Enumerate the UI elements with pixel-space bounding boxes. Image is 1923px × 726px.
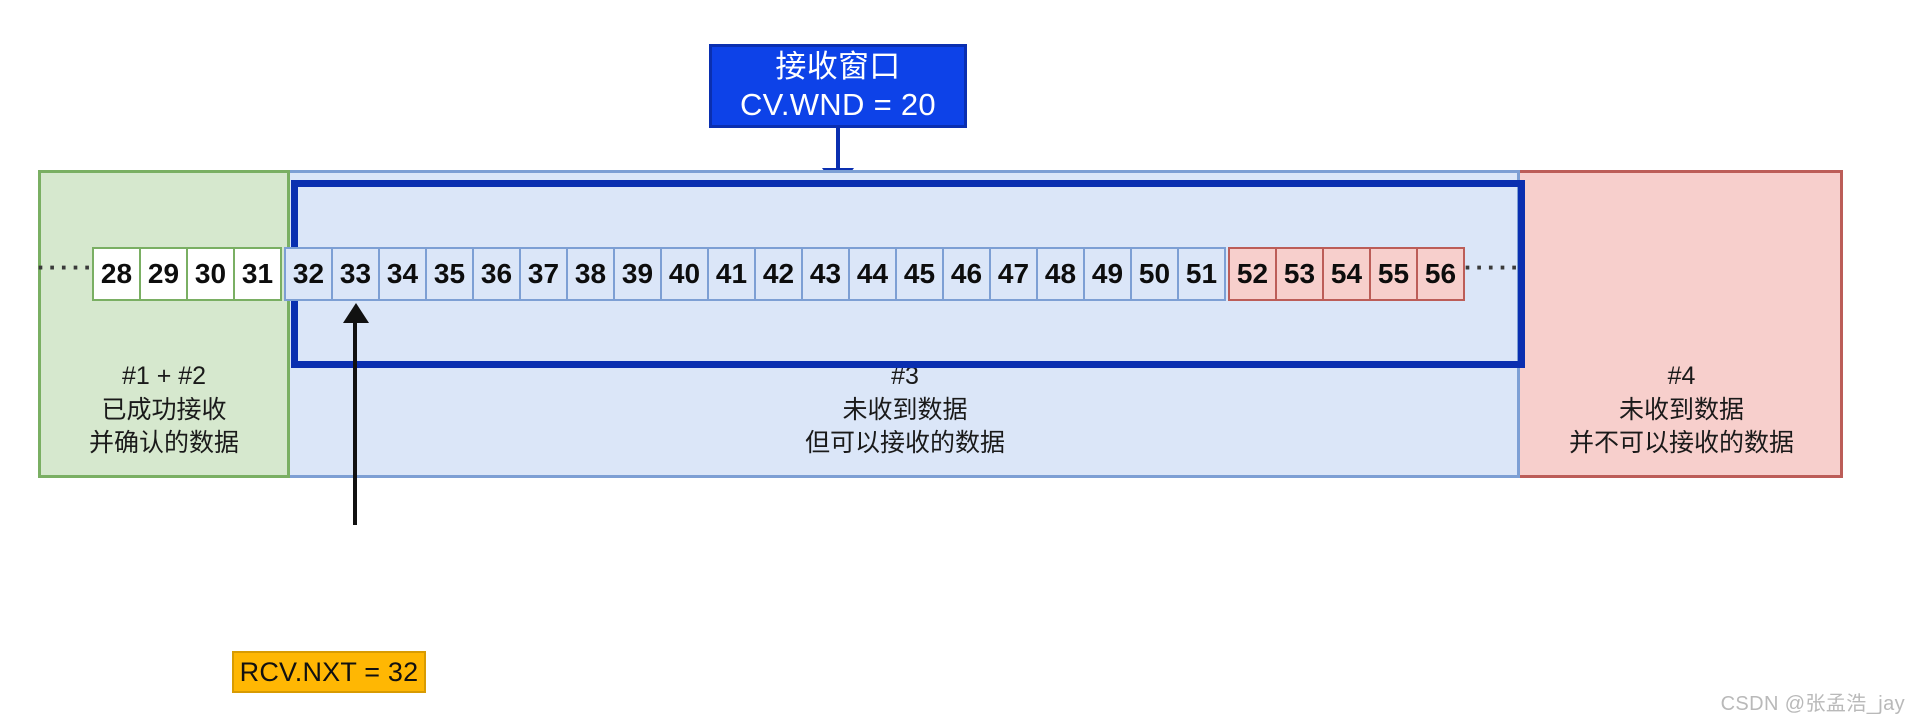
callout-arrow-stem xyxy=(836,128,840,180)
sequence-cell: 40 xyxy=(660,247,709,301)
rcv-nxt-label: RCV.NXT = 32 xyxy=(232,651,426,693)
sequence-cell: 35 xyxy=(425,247,474,301)
sequence-cell: 43 xyxy=(801,247,850,301)
sequence-band: #1 + #2 已成功接收 并确认的数据 #3 未收到数据 但可以接收的数据 #… xyxy=(38,170,1843,478)
ellipsis-right: ····· xyxy=(1463,251,1523,282)
sequence-cell: 49 xyxy=(1083,247,1132,301)
caption-receivable: #3 未收到数据 但可以接收的数据 xyxy=(290,360,1520,461)
receive-window-title: 接收窗口 xyxy=(775,49,901,85)
sequence-cell: 39 xyxy=(613,247,662,301)
caption-acked-line2: 已成功接收 xyxy=(101,395,227,424)
sequence-cell: 55 xyxy=(1369,247,1418,301)
sequence-cell: 46 xyxy=(942,247,991,301)
sequence-cell: 33 xyxy=(331,247,380,301)
sequence-cell: 34 xyxy=(378,247,427,301)
sequence-cell: 30 xyxy=(186,247,235,301)
section-acked xyxy=(38,170,290,478)
caption-acked: #1 + #2 已成功接收 并确认的数据 xyxy=(38,360,290,461)
ellipsis-left: ····· xyxy=(36,251,96,282)
sequence-cell: 41 xyxy=(707,247,756,301)
sequence-cell: 48 xyxy=(1036,247,1085,301)
caption-receivable-line2: 未收到数据 xyxy=(842,395,968,424)
sequence-cell: 52 xyxy=(1228,247,1277,301)
sequence-cell: 45 xyxy=(895,247,944,301)
sequence-cell: 53 xyxy=(1275,247,1324,301)
sequence-cell: 38 xyxy=(566,247,615,301)
sequence-cell: 44 xyxy=(848,247,897,301)
receive-window-callout: 接收窗口 CV.WND = 20 xyxy=(709,44,967,128)
rcv-nxt-arrow-head-icon xyxy=(343,303,369,323)
sequence-cell: 56 xyxy=(1416,247,1465,301)
caption-not-receivable-id: #4 xyxy=(1667,362,1696,390)
sequence-cell: 50 xyxy=(1130,247,1179,301)
sequence-cell: 42 xyxy=(754,247,803,301)
sequence-cell: 54 xyxy=(1322,247,1371,301)
sequence-cell: 36 xyxy=(472,247,521,301)
sequence-cell: 32 xyxy=(284,247,333,301)
sequence-cell: 47 xyxy=(989,247,1038,301)
rcv-nxt-arrow-stem xyxy=(353,320,357,525)
caption-receivable-line3: 但可以接收的数据 xyxy=(804,429,1005,457)
watermark: CSDN @张孟浩_jay xyxy=(1720,693,1905,715)
section-not-receivable xyxy=(1520,170,1843,478)
section-receivable xyxy=(290,170,1520,478)
sequence-cell: 28 xyxy=(92,247,141,301)
sequence-cell: 29 xyxy=(139,247,188,301)
caption-not-receivable-line2: 未收到数据 xyxy=(1618,395,1744,424)
caption-acked-id: #1 + #2 xyxy=(121,362,207,390)
sequence-cell: 31 xyxy=(233,247,282,301)
caption-acked-line3: 并确认的数据 xyxy=(88,429,239,457)
sequence-cell: 37 xyxy=(519,247,568,301)
caption-not-receivable-line3: 并不可以接收的数据 xyxy=(1568,429,1794,457)
sequence-cell: 51 xyxy=(1177,247,1226,301)
receive-window-value: CV.WND = 20 xyxy=(740,87,936,122)
caption-not-receivable: #4 未收到数据 并不可以接收的数据 xyxy=(1520,360,1843,461)
